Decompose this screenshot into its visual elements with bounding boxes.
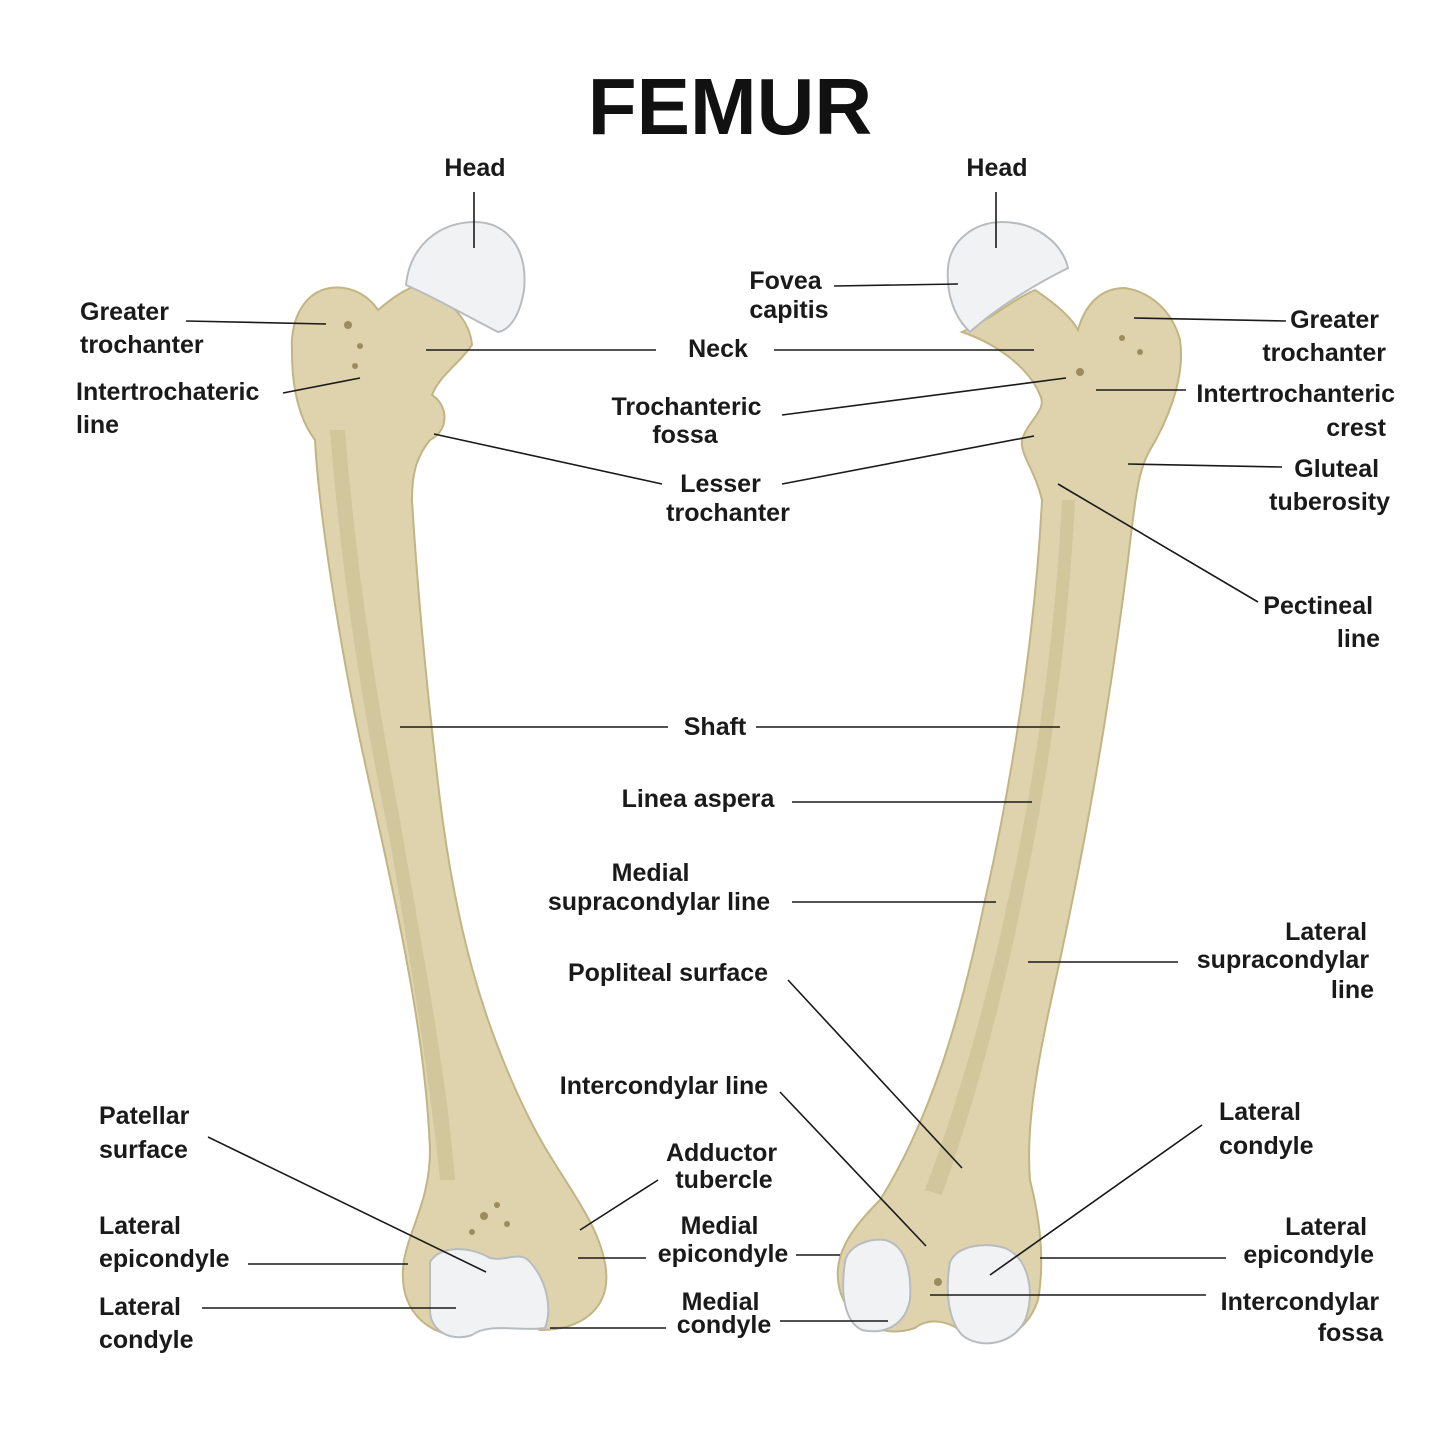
leader-adductor-tubercle <box>579 1179 659 1231</box>
label-intertrochanteric-crest: Intertrochanteric crest <box>1196 380 1402 442</box>
leader-popliteal-surface <box>787 979 963 1169</box>
label-lateral-epicondyle-right: Lateral epicondyle <box>1243 1213 1374 1269</box>
right-bone-pit <box>1137 349 1143 355</box>
left-bone-pit <box>494 1202 500 1208</box>
right-femoral-head <box>946 220 1070 334</box>
label-lateral-condyle-right: Lateral condyle <box>1219 1098 1314 1160</box>
left-bone-pit <box>480 1212 488 1220</box>
label-shaft: Shaft <box>684 713 747 741</box>
label-greater-trochanter-left: Greater trochanter <box>80 298 204 359</box>
left-shaft-shadow <box>330 430 455 1180</box>
right-femur-illustration <box>836 220 1182 1345</box>
leader-gluteal-tuberosity <box>1127 463 1283 468</box>
labels: Head Head Greater trochanter Intertrocha… <box>76 154 1402 1354</box>
left-femoral-head <box>404 220 526 334</box>
leader-patellar-surface <box>207 1136 487 1273</box>
label-lesser-trochanter: Lesser trochanter <box>666 470 790 527</box>
label-neck: Neck <box>688 335 748 363</box>
label-linea-aspera: Linea aspera <box>622 785 776 813</box>
left-bone-pit <box>504 1221 510 1227</box>
leader-fovea-capitis <box>833 283 959 287</box>
leader-pectineal-line <box>1057 483 1259 603</box>
left-bone-pit <box>352 363 358 369</box>
leader-lesser-trochanter-left <box>433 433 663 485</box>
right-femur-bone <box>836 286 1182 1341</box>
right-bone-pit <box>1076 368 1084 376</box>
label-intercondylar-fossa: Intercondylar fossa <box>1221 1288 1386 1347</box>
label-patellar-surface: Patellar surface <box>99 1102 196 1164</box>
label-medial-supracondylar-line: Medial supracondylar line <box>548 859 770 916</box>
label-medial-condyle: Medial condyle <box>677 1288 772 1339</box>
label-lateral-epicondyle-left: Lateral epicondyle <box>99 1212 230 1273</box>
left-bone-pit <box>344 321 352 329</box>
label-greater-trochanter-right: Greater trochanter <box>1262 306 1386 367</box>
leader-lines <box>185 192 1287 1329</box>
leader-greater-trochanter-left <box>185 320 327 325</box>
left-patellar-surface <box>429 1248 550 1339</box>
leader-trochanteric-fossa <box>781 377 1067 416</box>
leader-greater-trochanter-right <box>1133 317 1287 322</box>
left-femur-illustration <box>290 220 608 1339</box>
leader-intertrochanteric-line <box>282 377 361 394</box>
leader-lesser-trochanter-right <box>781 435 1035 485</box>
label-medial-epicondyle: Medial epicondyle <box>658 1212 789 1268</box>
right-medial-condyle <box>842 1238 912 1333</box>
label-head-left: Head <box>444 154 505 182</box>
label-pectineal-line: Pectineal line <box>1263 592 1380 653</box>
label-trochanteric-fossa: Trochanteric fossa <box>611 393 768 449</box>
left-bone-pit <box>357 343 363 349</box>
label-lateral-condyle-left: Lateral condyle <box>99 1293 194 1354</box>
right-shaft-shadow <box>925 500 1075 1195</box>
right-bone-pit <box>1119 335 1125 341</box>
label-head-right: Head <box>966 154 1027 182</box>
label-intertrochanteric-line: Intertrochateric line <box>76 378 266 439</box>
page-title: FEMUR <box>588 62 872 151</box>
label-adductor-tubercle: Adductor tubercle <box>666 1139 784 1194</box>
label-lateral-supracondylar-line: Lateral supracondylar line <box>1197 918 1376 1004</box>
label-popliteal-surface: Popliteal surface <box>568 959 768 987</box>
label-gluteal-tuberosity: Gluteal tuberosity <box>1269 455 1390 516</box>
leader-intercondylar-line <box>779 1091 927 1247</box>
label-fovea-capitis: Fovea capitis <box>749 267 828 324</box>
left-femur-bone <box>290 283 608 1337</box>
leader-lateral-condyle-right <box>989 1124 1203 1276</box>
left-bone-pit <box>469 1229 475 1235</box>
right-bone-pit <box>934 1278 942 1286</box>
label-intercondylar-line: Intercondylar line <box>560 1072 768 1100</box>
